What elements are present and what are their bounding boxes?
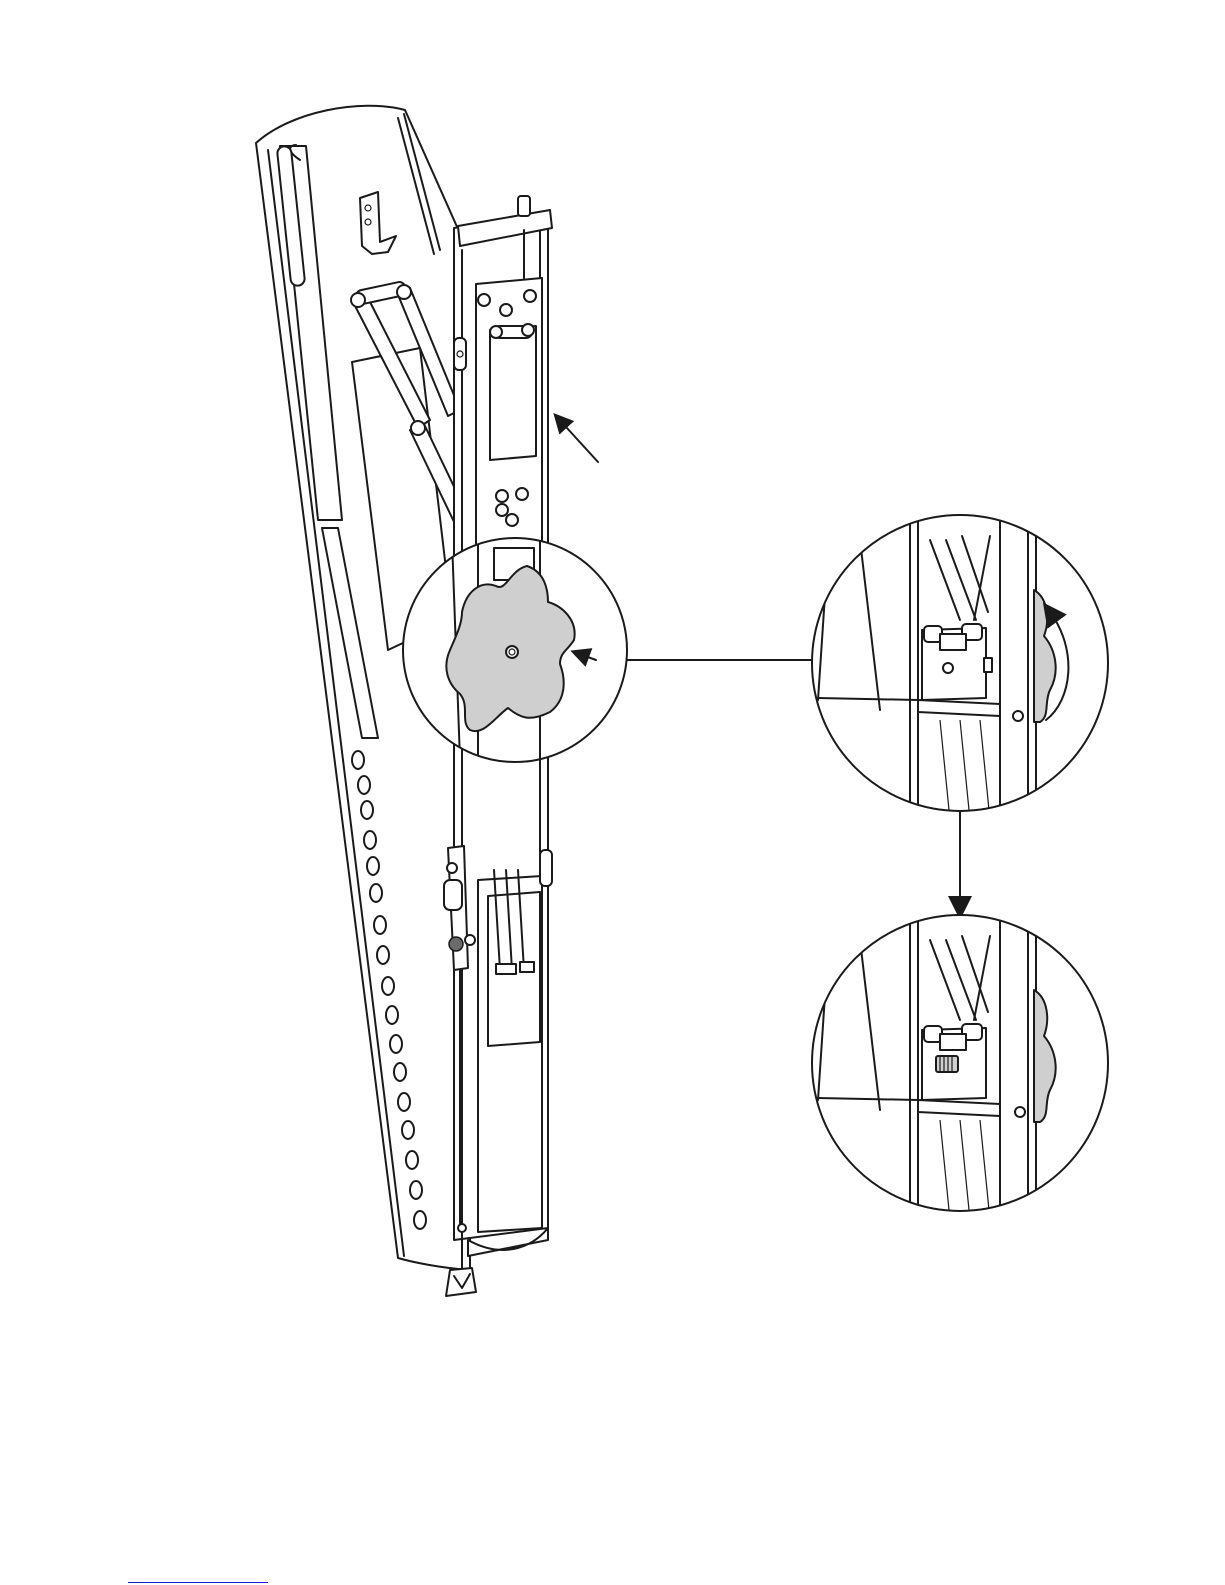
footer-rule (128, 1582, 268, 1583)
detail-view-after (812, 915, 1108, 1220)
set-screw-icon (936, 1056, 958, 1072)
knob-magnifier (403, 538, 627, 762)
detail-view-before (812, 515, 1108, 820)
bracket-callout-arrow (556, 416, 598, 462)
